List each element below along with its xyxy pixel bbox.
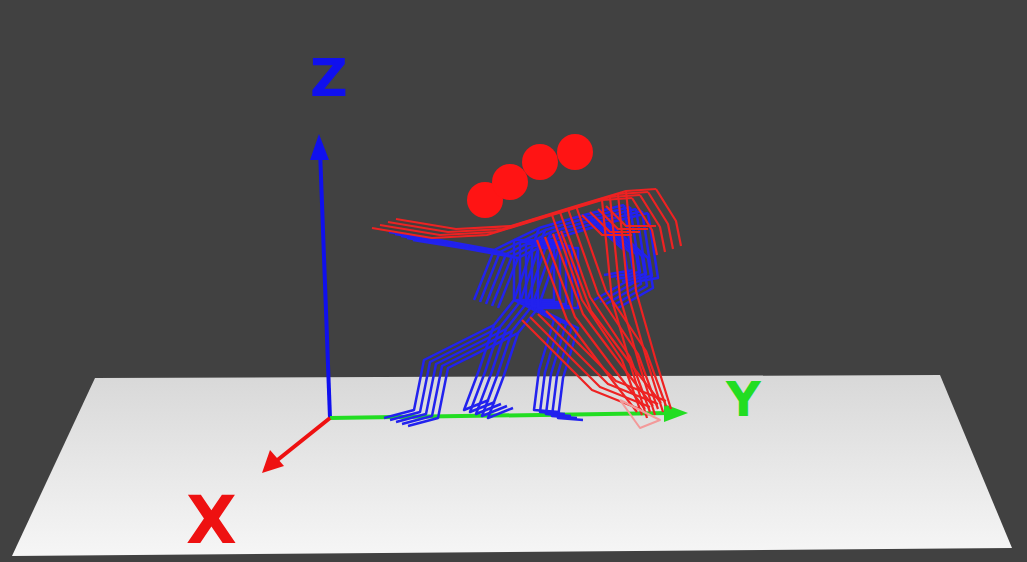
bone-line — [380, 195, 640, 235]
bone-line — [390, 230, 545, 420]
bone-line — [408, 236, 563, 426]
y-axis-label: Y — [726, 375, 761, 423]
bone-line — [620, 400, 660, 428]
x-axis — [275, 418, 330, 462]
bone-line — [656, 189, 681, 246]
floor-plane — [12, 375, 1012, 556]
head-marker — [522, 144, 558, 180]
bone-line — [413, 240, 518, 258]
x-arrowhead — [262, 450, 284, 473]
skeleton-figures — [372, 134, 681, 428]
z-axis — [320, 150, 330, 418]
z-axis-label: Z — [310, 52, 348, 104]
x-axis-label: X — [186, 488, 237, 554]
bone-line — [384, 228, 539, 418]
bone-line — [648, 192, 673, 249]
bone-line — [626, 191, 671, 409]
bone-line — [546, 311, 666, 401]
z-arrowhead — [310, 134, 329, 160]
bone-line — [402, 234, 557, 424]
y-arrowhead — [664, 404, 688, 422]
bone-line — [606, 206, 656, 226]
head-marker — [492, 164, 528, 200]
bone-line — [488, 333, 518, 418]
head-marker — [557, 134, 593, 170]
bone-line — [396, 189, 656, 229]
bone-line — [640, 195, 665, 252]
